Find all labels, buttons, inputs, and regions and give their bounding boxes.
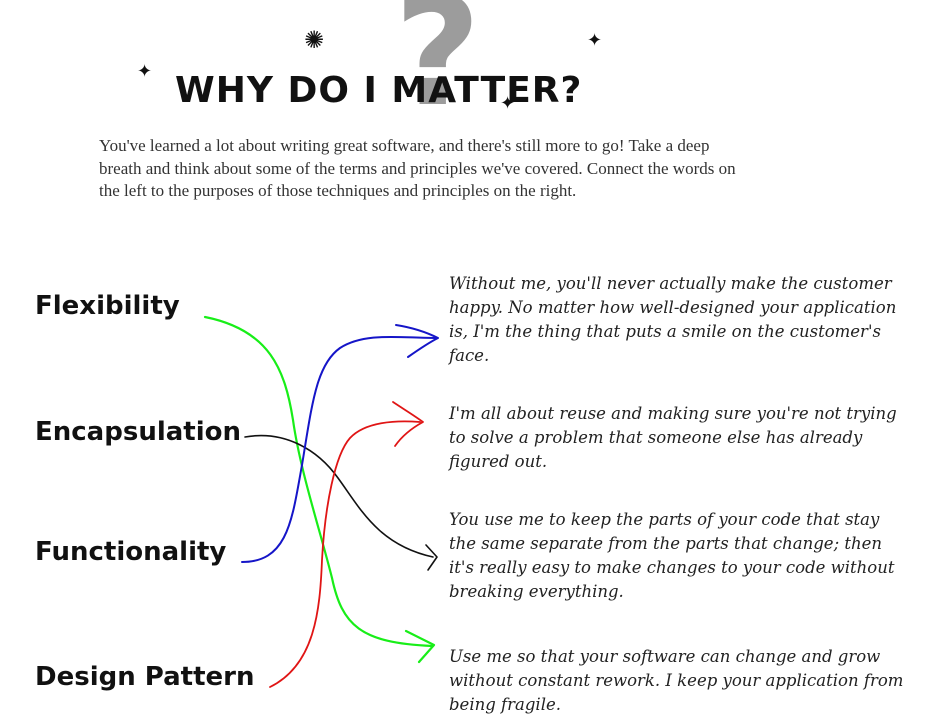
term-design-pattern: Design Pattern bbox=[35, 662, 255, 692]
purpose-flexibility: Use me so that your software can change … bbox=[449, 647, 904, 714]
connection-encapsulation bbox=[244, 434, 434, 558]
term-functionality: Functionality bbox=[35, 537, 227, 567]
sparkle-icon: ✦ bbox=[500, 93, 516, 114]
arrowhead-flexibility bbox=[404, 629, 436, 664]
intro-paragraph: You've learned a lot about writing great… bbox=[99, 136, 736, 200]
purpose-design-pattern: I'm all about reuse and making sure you'… bbox=[449, 404, 897, 471]
purpose-encapsulation: You use me to keep the parts of your cod… bbox=[449, 510, 895, 601]
sparkle-icon: ✺ bbox=[304, 26, 325, 54]
connection-flexibility bbox=[203, 315, 434, 648]
term-flexibility: Flexibility bbox=[35, 291, 180, 321]
connection-functionality bbox=[241, 335, 437, 563]
arrowhead-functionality bbox=[395, 324, 439, 358]
sparkle-icon: ✦ bbox=[137, 61, 153, 82]
question-mark-icon: ? bbox=[394, 0, 482, 140]
arrowhead-design-pattern bbox=[392, 401, 424, 447]
term-encapsulation: Encapsulation bbox=[35, 417, 241, 447]
page-title: WHY DO I MATTER? bbox=[175, 70, 583, 111]
sparkle-icon: ✦ bbox=[587, 30, 603, 51]
arrowhead-encapsulation bbox=[425, 544, 438, 571]
purpose-functionality: Without me, you'll never actually make t… bbox=[449, 274, 897, 365]
connection-design-pattern bbox=[269, 420, 421, 688]
